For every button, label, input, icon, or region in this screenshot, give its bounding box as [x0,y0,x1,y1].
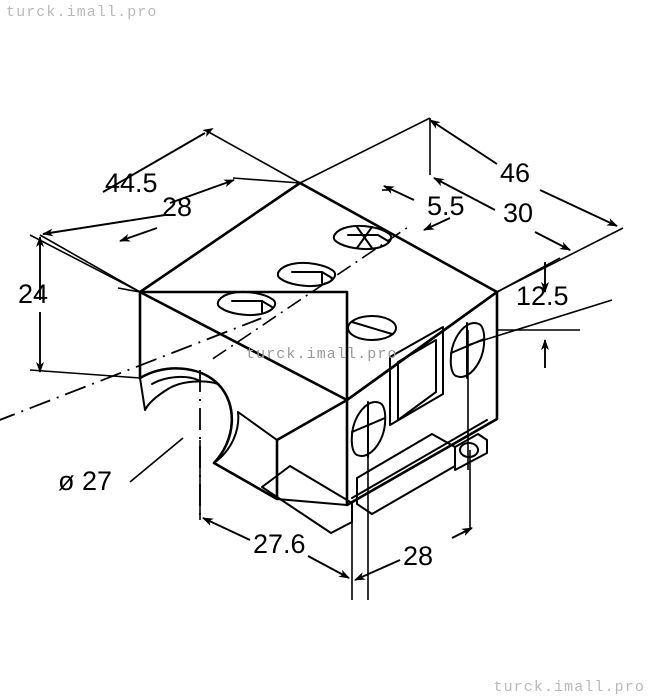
right-face-bottom-edge [346,418,498,506]
dimension-27-6-label: 27.6 [253,529,306,559]
dimension-diameter-27: ø 27 [0,317,262,496]
watermark-bottom-right: turck.imall.pro [493,679,645,696]
dimension-5-5-label: 5.5 [427,191,465,221]
foot-plate-right [454,433,488,471]
dimension-44-5-label: 44.5 [105,168,158,198]
watermark-top-left: turck.imall.pro [6,4,158,21]
dimension-28-bottom-label: 28 [403,541,433,571]
top-face-centerline [212,226,409,360]
dimension-12-5-label: 12.5 [516,281,569,311]
dimension-46-label: 46 [500,158,530,188]
dimension-24: 24 [18,234,141,379]
slot-leader-right [467,299,613,346]
body-watermark: turck.imall.pro [246,346,398,363]
dimension-30: 30 [429,118,571,251]
slot-hole-rear-right [332,224,393,251]
part-geometry: turck.imall.pro [138,181,499,534]
dimension-28-bottom: 28 [354,450,473,581]
dimension-30-label: 30 [503,198,533,228]
dimension-44-5: 44.5 [39,127,301,293]
front-left-skirt [213,411,278,500]
slot-hole-front-left [216,290,277,317]
slot-hole-middle [276,261,337,288]
bottom-right-boss [459,442,479,458]
dimension-28-top: 28 [117,177,301,293]
front-left-face [138,290,349,501]
top-face-slots [216,224,397,341]
round-hole-right [347,315,397,341]
dimension-annotations: 44.5 28 46 [0,117,624,600]
front-face-bottom-edge [276,498,348,506]
dimension-46: 46 [299,117,624,293]
right-face-bottom-rail [351,419,488,499]
top-face-back-left-edge [139,182,301,293]
dimension-27-6: 27.6 [199,440,353,600]
dimension-5-5: 5.5 [382,185,465,231]
dimension-12-5: 12.5 [496,257,580,368]
dimension-diameter-27-label: ø 27 [58,466,112,496]
right-face-recess [389,326,444,426]
bore-cutout-lip [139,367,219,411]
dimension-24-label: 24 [18,279,48,309]
dimension-28-top-label: 28 [162,192,192,222]
